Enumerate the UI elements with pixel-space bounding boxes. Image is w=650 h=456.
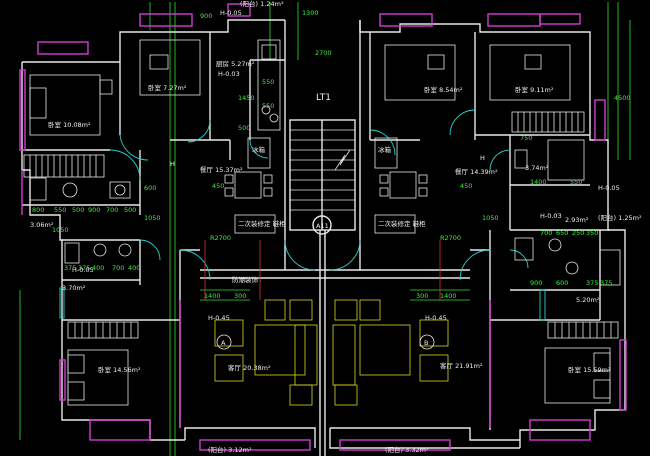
stair-label: LT1: [316, 93, 331, 103]
windows: [19, 3, 627, 451]
level-label: H-0.03: [218, 70, 240, 78]
dim-label: 700: [106, 206, 118, 214]
dim-label: 1400: [204, 292, 221, 300]
dim-label: 350: [586, 229, 598, 237]
dim-label: 400: [92, 264, 104, 272]
dim-label: 4500: [614, 94, 631, 102]
room-label: 卧室 7.27m²: [148, 83, 187, 92]
dim-label: 650: [556, 229, 568, 237]
unit-a-bubble: [216, 334, 232, 350]
unit-b-bubble: [419, 334, 435, 350]
room-label: 卧室 14.56m²: [98, 365, 141, 374]
room-label: 厨房 5.27m²: [216, 59, 255, 68]
level-label: H-0.05: [72, 266, 94, 274]
dim-label: 900: [530, 279, 542, 287]
dim-label: 400: [128, 264, 140, 272]
room-label: 3.74m²: [525, 164, 549, 172]
room-labels: 卧室 7.27m² 卧室 10.08m² 厨房 5.27m² 餐厅 15.37m…: [30, 0, 642, 454]
room-label: 5.20m²: [576, 296, 600, 304]
dim-label: 2700: [315, 49, 332, 57]
dim-label: 600: [144, 184, 156, 192]
dim-label: 300: [416, 292, 428, 300]
unit-b-label: B: [424, 339, 428, 347]
level-label: H: [170, 160, 175, 168]
level-markers: H-0.05 H-0.03 H H H-0.05 H-0.03 H-0.45 H…: [72, 9, 620, 322]
dim-label: 500: [238, 124, 250, 132]
level-label: H-0.45: [208, 314, 230, 322]
dim-label: 750: [520, 134, 532, 142]
level-label: H-0.05: [220, 9, 242, 17]
dim-label: 450: [212, 182, 224, 190]
dim-label: 500: [124, 206, 136, 214]
dim-label: 375: [78, 264, 90, 272]
dim-label: 550: [262, 102, 274, 110]
room-label: 2.93m²: [565, 216, 589, 224]
dim-label: 550: [54, 206, 66, 214]
room-label: 客厅 20.38m²: [228, 363, 271, 372]
level-label: H: [480, 154, 485, 162]
dim-label: 500: [72, 206, 84, 214]
dim-label: 900: [88, 206, 100, 214]
level-label: H-0.45: [425, 314, 447, 322]
dim-label: R2700: [440, 234, 461, 242]
dim-label: 250: [572, 229, 584, 237]
dim-label: 1050: [52, 226, 69, 234]
dim-label: 1300: [302, 9, 319, 17]
dim-label: 1050: [482, 214, 499, 222]
room-label: 餐厅 15.37m²: [200, 165, 243, 174]
dim-label: 800: [32, 206, 44, 214]
room-label: (阳台) 1.24m²: [240, 0, 284, 8]
corridor-label: 防潮装饰: [232, 275, 259, 284]
room-label: (阳台) 3.32m²: [385, 445, 429, 454]
room-label: 卧室 8.54m²: [424, 85, 463, 94]
stair-axis-label: A11: [316, 222, 329, 230]
room-label: 餐厅 14.39m²: [455, 167, 498, 176]
dim-label: 450: [460, 182, 472, 190]
room-label: 卧室 9.11m²: [515, 85, 554, 94]
room-label: (阳台) 1.25m²: [598, 213, 642, 222]
dim-label: 550: [262, 78, 274, 86]
shoe-cabinet-label: 二次装修定 鞋柜: [378, 219, 426, 228]
doors: [59, 109, 546, 321]
dim-label: 300: [234, 292, 246, 300]
fridge-label: 冰箱: [252, 145, 266, 154]
room-label: 3.70m²: [62, 284, 86, 292]
dim-label: R2700: [210, 234, 231, 242]
staircase: A11 LT1: [289, 93, 356, 235]
stair-axis-bubble: [312, 215, 332, 235]
dim-label: 375: [586, 279, 598, 287]
room-label: 3.06m²: [30, 221, 54, 229]
fridge-label: 冰箱: [378, 145, 392, 154]
room-label: 客厅 21.91m²: [440, 361, 483, 370]
dim-label: 600: [556, 279, 568, 287]
level-label: H-0.05: [598, 184, 620, 192]
dim-label: 700: [112, 264, 124, 272]
furniture: [23, 39, 621, 406]
dimension-labels: 900 1300 2700 4500 550 1450 550 500 450 …: [32, 9, 631, 300]
dim-label: 1400: [440, 292, 457, 300]
dim-label: 1450: [238, 94, 255, 102]
dim-label: 900: [200, 12, 212, 20]
unit-a-label: A: [221, 339, 226, 347]
dim-label: 375: [64, 264, 76, 272]
dim-label: 1400: [530, 178, 547, 186]
room-label: 卧室 10.08m²: [48, 120, 91, 129]
room-label: 卧室 15.59m²: [568, 365, 611, 374]
dim-label: 700: [540, 229, 552, 237]
dim-label: 1050: [144, 214, 161, 222]
dim-label: 550: [570, 178, 582, 186]
dim-label: 375: [600, 279, 612, 287]
room-label: (阳台) 3.12m²: [208, 445, 252, 454]
shoe-cabinet-label: 二次装修定 鞋柜: [238, 219, 286, 228]
level-label: H-0.03: [540, 212, 562, 220]
axis-lines: [204, 240, 441, 300]
